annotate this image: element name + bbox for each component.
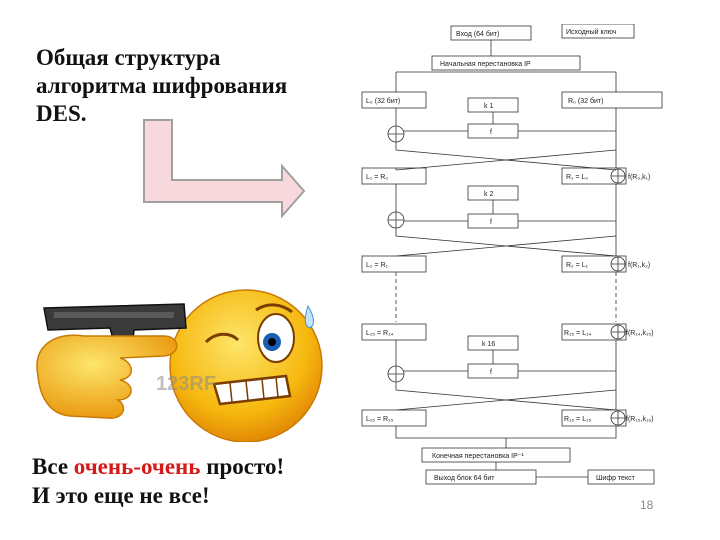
bent-arrow-icon [143, 119, 306, 218]
des-diagram: Вход (64 бит) Исходный ключ Начальная пе… [361, 24, 663, 485]
caption: Все очень-очень просто! И это еще не все… [32, 452, 284, 510]
caption-line-2: И это еще не все! [32, 483, 210, 508]
diagram-r0: R₀ (32 бит) [568, 97, 603, 105]
diagram-final-permutation: Конечная перестановка IP⁻¹ [432, 453, 524, 460]
diagram-f-r0-k1: f(R₀,k₁) [628, 174, 650, 181]
diagram-f-16: f [490, 369, 492, 376]
diagram-f-2: f [490, 219, 492, 226]
title-line-3: DES. [36, 101, 87, 126]
diagram-k1: k 1 [484, 103, 493, 110]
diagram-k2: k 2 [484, 191, 493, 198]
emoji-with-gun-icon: 123RF [36, 289, 323, 443]
diagram-l1: L₁ = R₀ [366, 174, 388, 181]
diagram-ciphertext: Шифр текст [596, 475, 636, 482]
diagram-k16: k 16 [482, 341, 495, 348]
emoji-picture: 123RF [24, 266, 336, 443]
diagram-r1: R₁ = L₀ [566, 174, 588, 181]
diagram-r2: R₂ = L₁ [566, 262, 589, 269]
title-line-2: алгоритма шифрования [36, 73, 288, 98]
slide-number: 18 [640, 498, 654, 512]
diagram-output-block: Выход блок 64 бит [434, 474, 495, 482]
diagram-f-1: f [490, 129, 492, 136]
title-line-1: Общая структура [36, 45, 221, 70]
slide-title: Общая структура алгоритма шифрования DES… [36, 44, 326, 128]
diagram-f-r1-k2: f(R₁,k₂) [628, 262, 650, 269]
diagram-source-key: Исходный ключ [566, 28, 617, 36]
diagram-f-r15-k16: f(R₁₅,k₁₆) [626, 416, 653, 423]
watermark-text: 123RF [156, 373, 216, 395]
diagram-l15: L₁₅ = R₁₄ [366, 330, 393, 337]
diagram-initial-permutation: Начальная перестановка IP [440, 61, 531, 68]
diagram-input-block: Вход (64 бит) [456, 30, 499, 38]
diagram-r15: R₁₅ = L₁₄ [564, 330, 591, 337]
diagram-r16: R₁₆ = L₁₅ [564, 416, 591, 423]
diagram-l0: L₀ (32 бит) [366, 97, 400, 105]
diagram-l2: L₂ = R₁ [366, 262, 389, 269]
caption-line-1: Все очень-очень просто! [32, 454, 285, 479]
caption-highlight: очень-очень [73, 454, 201, 479]
diagram-f-r14-k15: f(R₁₄,k₁₅) [626, 330, 654, 337]
diagram-l16: L₁₆ = R₁₅ [366, 416, 393, 423]
